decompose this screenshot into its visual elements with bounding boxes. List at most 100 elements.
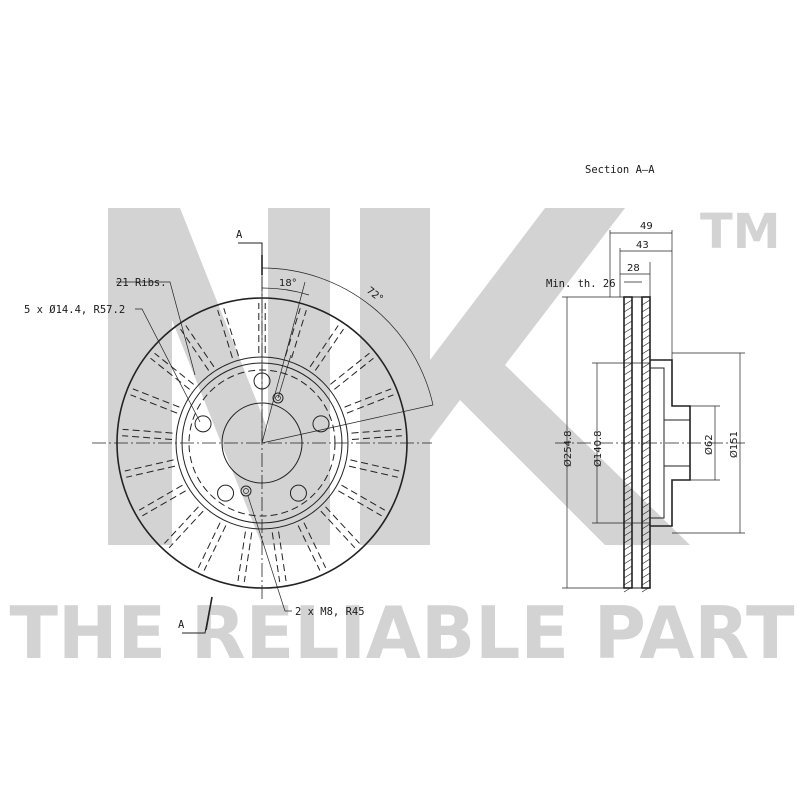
hatch-line bbox=[623, 481, 633, 488]
hatch-line bbox=[623, 411, 633, 418]
rib-line bbox=[237, 531, 246, 582]
hatch-line bbox=[641, 509, 651, 516]
hatch-line bbox=[641, 404, 651, 411]
hatch-line bbox=[641, 572, 651, 579]
rib-line bbox=[341, 484, 386, 511]
angle-18-label: 18° bbox=[279, 278, 297, 289]
rib-line bbox=[154, 352, 194, 385]
hatch-line bbox=[623, 558, 633, 565]
rib-line bbox=[348, 465, 398, 478]
bolt-hole bbox=[289, 484, 307, 502]
hatch-line bbox=[623, 306, 633, 313]
rib-line bbox=[350, 459, 400, 472]
rib-line bbox=[243, 532, 253, 582]
hatch-line bbox=[641, 551, 651, 558]
hatch-line bbox=[623, 362, 633, 369]
hatch-line bbox=[641, 376, 651, 383]
rib-line bbox=[185, 325, 215, 368]
rib-line bbox=[197, 522, 221, 568]
hatch-line bbox=[623, 334, 633, 341]
watermark: TM THE RELIABLE PART bbox=[10, 204, 795, 675]
hatch-line bbox=[623, 460, 633, 467]
hatch-line bbox=[623, 390, 633, 397]
hatch-line bbox=[623, 446, 633, 453]
hatch-line bbox=[641, 530, 651, 537]
hatch-line bbox=[641, 334, 651, 341]
hatch-line bbox=[641, 299, 651, 306]
hatch-line bbox=[623, 502, 633, 509]
hatch-line bbox=[623, 516, 633, 523]
rib-line bbox=[168, 510, 204, 549]
hatch-line bbox=[641, 327, 651, 334]
ribs-label: 21 Ribs. bbox=[116, 277, 167, 289]
rib-line bbox=[351, 435, 402, 440]
section-profile bbox=[555, 296, 745, 593]
dia-151-label: Ø151 bbox=[728, 431, 740, 458]
hatch-line bbox=[641, 537, 651, 544]
rib-line bbox=[284, 308, 301, 357]
hatch-line bbox=[641, 460, 651, 467]
rib-line bbox=[303, 522, 327, 568]
hatch-line bbox=[623, 572, 633, 579]
rib-line bbox=[278, 531, 287, 582]
hatch-line bbox=[641, 320, 651, 327]
hatch-line bbox=[623, 313, 633, 320]
diameter-dimensions: Ø254.8 Ø140.8 Ø62 Ø151 bbox=[562, 296, 745, 589]
inner-friction-plate bbox=[623, 296, 633, 589]
rib-line bbox=[314, 328, 344, 371]
hatch-line bbox=[641, 348, 651, 355]
rib-line bbox=[271, 532, 281, 582]
hatch-line bbox=[641, 523, 651, 530]
hatch-line bbox=[641, 495, 651, 502]
hatch-line bbox=[623, 355, 633, 362]
section-line-marker: A A bbox=[178, 229, 263, 634]
hatch-line bbox=[623, 523, 633, 530]
section-hatching bbox=[623, 299, 651, 593]
section-view: Section A–A bbox=[546, 164, 745, 593]
threaded-hole-bottom bbox=[240, 485, 252, 497]
dia-140-label: Ø140.8 bbox=[592, 431, 604, 468]
hatch-line bbox=[623, 341, 633, 348]
rib-line bbox=[138, 484, 183, 511]
hatch-line bbox=[623, 509, 633, 516]
rib-line bbox=[164, 506, 199, 544]
cooling-ribs bbox=[122, 303, 402, 582]
bolt-hole bbox=[194, 415, 212, 433]
hatch-line bbox=[641, 467, 651, 474]
hatch-line bbox=[623, 327, 633, 334]
hatch-line bbox=[641, 362, 651, 369]
rib-line bbox=[351, 428, 402, 434]
section-title: Section A–A bbox=[585, 164, 655, 176]
outer-friction-plate bbox=[641, 296, 651, 589]
hatch-line bbox=[641, 439, 651, 446]
hatch-line bbox=[641, 579, 651, 586]
rib-line bbox=[130, 394, 178, 414]
rib-line bbox=[223, 308, 240, 357]
rib-line bbox=[217, 310, 233, 359]
dim-28: 28 bbox=[627, 263, 640, 274]
hatch-line bbox=[623, 579, 633, 586]
hatch-line bbox=[641, 586, 651, 593]
hatch-line bbox=[623, 383, 633, 390]
hatch-line bbox=[641, 432, 651, 439]
hatch-line bbox=[641, 488, 651, 495]
rib-line bbox=[309, 325, 339, 368]
threaded-hole-top bbox=[272, 392, 284, 404]
hatch-line bbox=[623, 376, 633, 383]
hatch-line bbox=[623, 397, 633, 404]
hatch-line bbox=[623, 299, 633, 306]
hatch-line bbox=[641, 558, 651, 565]
hatch-line bbox=[641, 502, 651, 509]
hatch-line bbox=[623, 418, 633, 425]
hatch-line bbox=[641, 383, 651, 390]
hatch-line bbox=[641, 446, 651, 453]
hatch-line bbox=[641, 565, 651, 572]
rib-line bbox=[338, 490, 382, 517]
rib-line bbox=[297, 525, 321, 571]
rib-line bbox=[346, 394, 394, 414]
hatch-line bbox=[623, 586, 633, 593]
nk-logo bbox=[108, 208, 690, 545]
rib-line bbox=[325, 506, 360, 544]
min-thickness-label: Min. th. 26 bbox=[546, 278, 616, 290]
